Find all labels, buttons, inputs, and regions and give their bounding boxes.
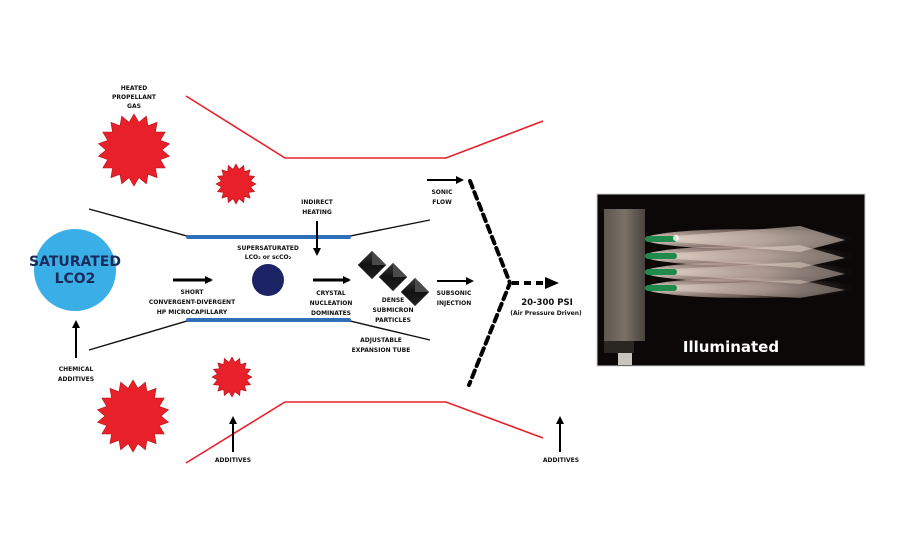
propellant-gas-burst-large-bottom bbox=[96, 379, 170, 453]
chemical-additives-label-1: CHEMICAL bbox=[59, 366, 94, 373]
chemical-additives-label-2: ADDITIVES bbox=[58, 376, 94, 383]
nucleation-label-3: DOMINATES bbox=[311, 310, 351, 317]
dense-particles-label-1: DENSE bbox=[382, 297, 405, 304]
inner-capillary-top-wall bbox=[88, 208, 431, 237]
green-nozzles bbox=[645, 235, 679, 291]
indirect-heating-label-2: HEATING bbox=[302, 209, 332, 216]
additives-label-right: ADDITIVES bbox=[543, 457, 579, 464]
subsonic-label-1: SUBSONIC bbox=[437, 290, 472, 297]
additives-label-left: ADDITIVES bbox=[215, 457, 251, 464]
microcapillary-label-3: HP MICROCAPILLARY bbox=[157, 309, 228, 316]
supersaturated-label-2: LCO₂ or scCO₂ bbox=[245, 254, 292, 261]
sonic-flow-label-1: SONIC bbox=[431, 189, 453, 196]
propellant-gas-burst-small-top bbox=[215, 163, 257, 205]
subsonic-label-2: INJECTION bbox=[437, 300, 471, 307]
illuminated-spray-photo: Illuminated bbox=[596, 193, 866, 367]
nucleation-label-1: CRYSTAL bbox=[316, 290, 346, 297]
spray-plumes bbox=[645, 226, 855, 298]
pressure-label: 20-300 PSI bbox=[521, 298, 573, 308]
inner-capillary-bottom-wall bbox=[88, 320, 431, 351]
adjustable-tube-label-1: ADJUSTABLE bbox=[360, 337, 402, 344]
saturated-lco2-label-2: LCO2 bbox=[55, 271, 96, 287]
pressure-note-label: (Air Pressure Driven) bbox=[510, 310, 582, 317]
heated-propellant-label-2: PROPELLANT bbox=[112, 94, 157, 101]
sonic-flow-label-2: FLOW bbox=[432, 199, 452, 206]
microcapillary-label-1: SHORT bbox=[181, 289, 205, 296]
nozzle-manifold-block bbox=[604, 209, 645, 341]
saturated-lco2-label-1: SATURATED bbox=[29, 254, 121, 270]
heated-propellant-label-1: HEATED bbox=[121, 85, 147, 92]
heated-propellant-label-3: GAS bbox=[127, 103, 141, 110]
nucleation-label-2: NUCLEATION bbox=[310, 300, 353, 307]
propellant-gas-burst-small-bottom bbox=[211, 356, 253, 398]
supersaturated-circle bbox=[252, 264, 284, 296]
outer-nozzle-top-wall bbox=[185, 95, 544, 159]
dense-particles-label-2: SUBMICRON bbox=[372, 307, 413, 314]
photo-caption: Illuminated bbox=[683, 338, 779, 356]
outer-nozzle-bottom-wall bbox=[185, 401, 544, 464]
crystal-particle bbox=[400, 277, 430, 307]
adjustable-tube-label-2: EXPANSION TUBE bbox=[352, 347, 411, 354]
sonic-boundary-dashed bbox=[467, 179, 513, 387]
supersaturated-label-1: SUPERSATURATED bbox=[237, 245, 299, 252]
microcapillary-label-2: CONVERGENT-DIVERGENT bbox=[149, 299, 236, 306]
propellant-gas-burst-large-top bbox=[97, 113, 171, 187]
saturated-lco2-circle bbox=[34, 229, 116, 311]
dense-particles-label-3: PARTICLES bbox=[375, 317, 411, 324]
indirect-heating-label-1: INDIRECT bbox=[301, 199, 334, 206]
